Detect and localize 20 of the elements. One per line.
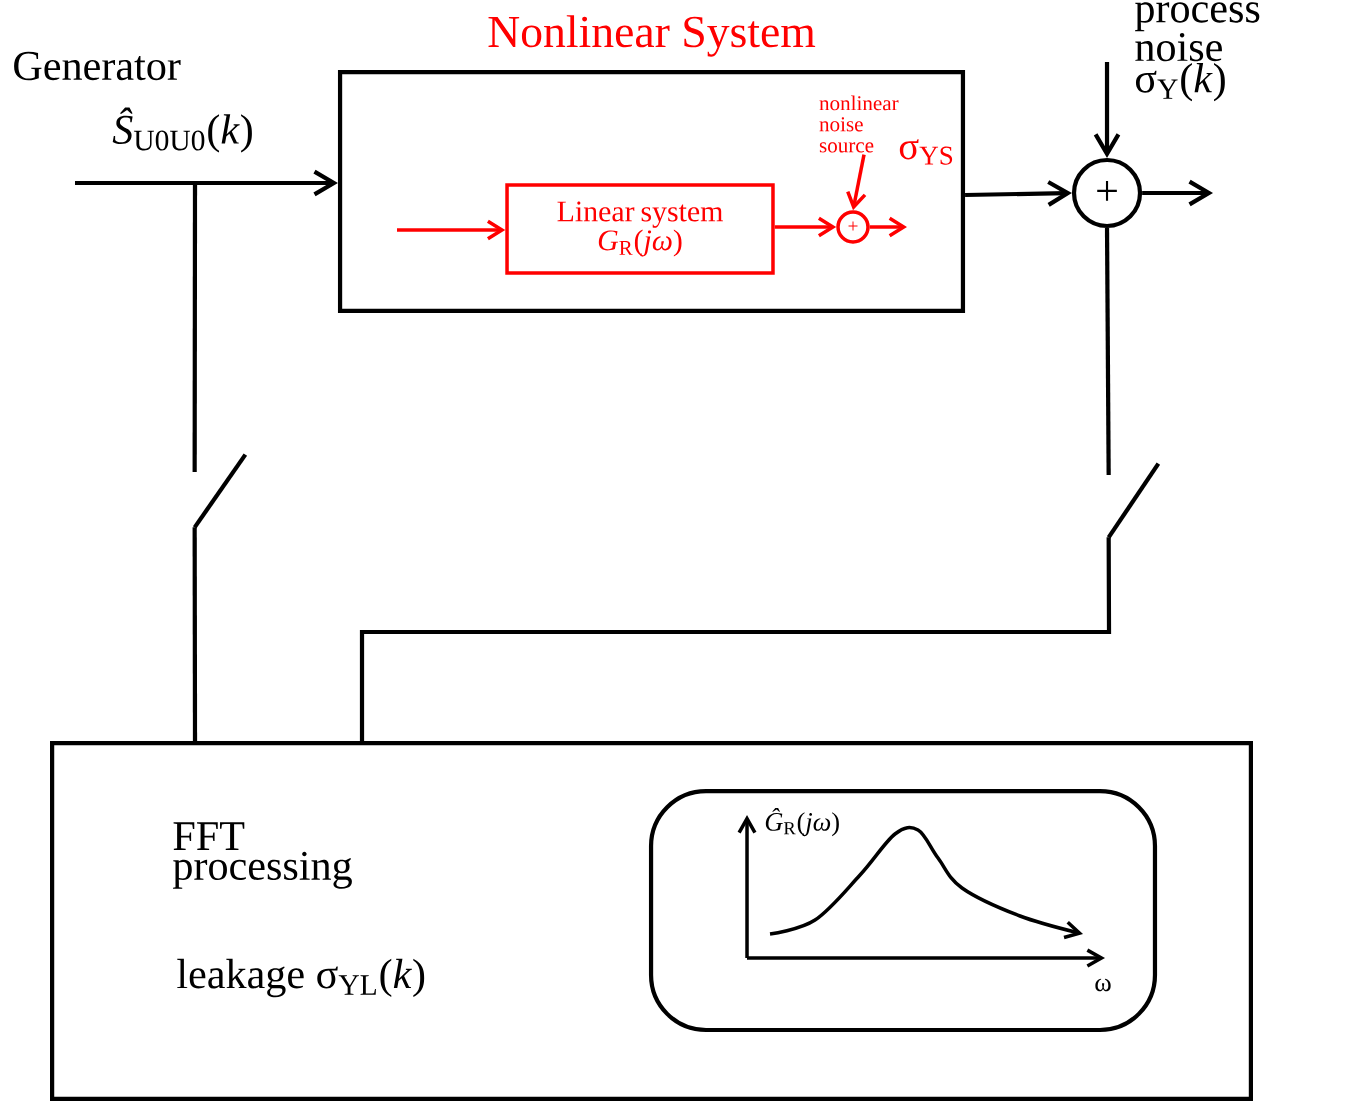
arrow: [397, 219, 506, 241]
node-label: Nonlinear System: [488, 15, 816, 57]
arrow: [774, 216, 837, 238]
plot-box: Ĝ$_{R}$(jω) ω: [648, 788, 1158, 1033]
process-box: Linear system G$_{R}$(jω): [505, 183, 775, 275]
arrow: [1142, 179, 1214, 207]
arrow: [869, 216, 907, 238]
noise-symbol: σ$_{YS}$: [899, 139, 953, 165]
summing-junction: +: [1071, 157, 1143, 229]
arrow: [846, 154, 867, 211]
switch-symbol: [1106, 462, 1161, 539]
summing-junction: +: [836, 210, 870, 244]
arrow: [965, 180, 1072, 207]
arrow: [1093, 62, 1121, 158]
arrow: [75, 169, 338, 197]
generator-label: Generator: [14, 51, 181, 81]
noise-label: process noise σ$_{Y}$(k): [1135, 2, 1260, 102]
edge-label: Ŝ$_{U0U0}$(k): [110, 105, 256, 155]
noise-source-label: nonlinear noise source: [819, 95, 899, 153]
switch-symbol: [192, 453, 248, 529]
